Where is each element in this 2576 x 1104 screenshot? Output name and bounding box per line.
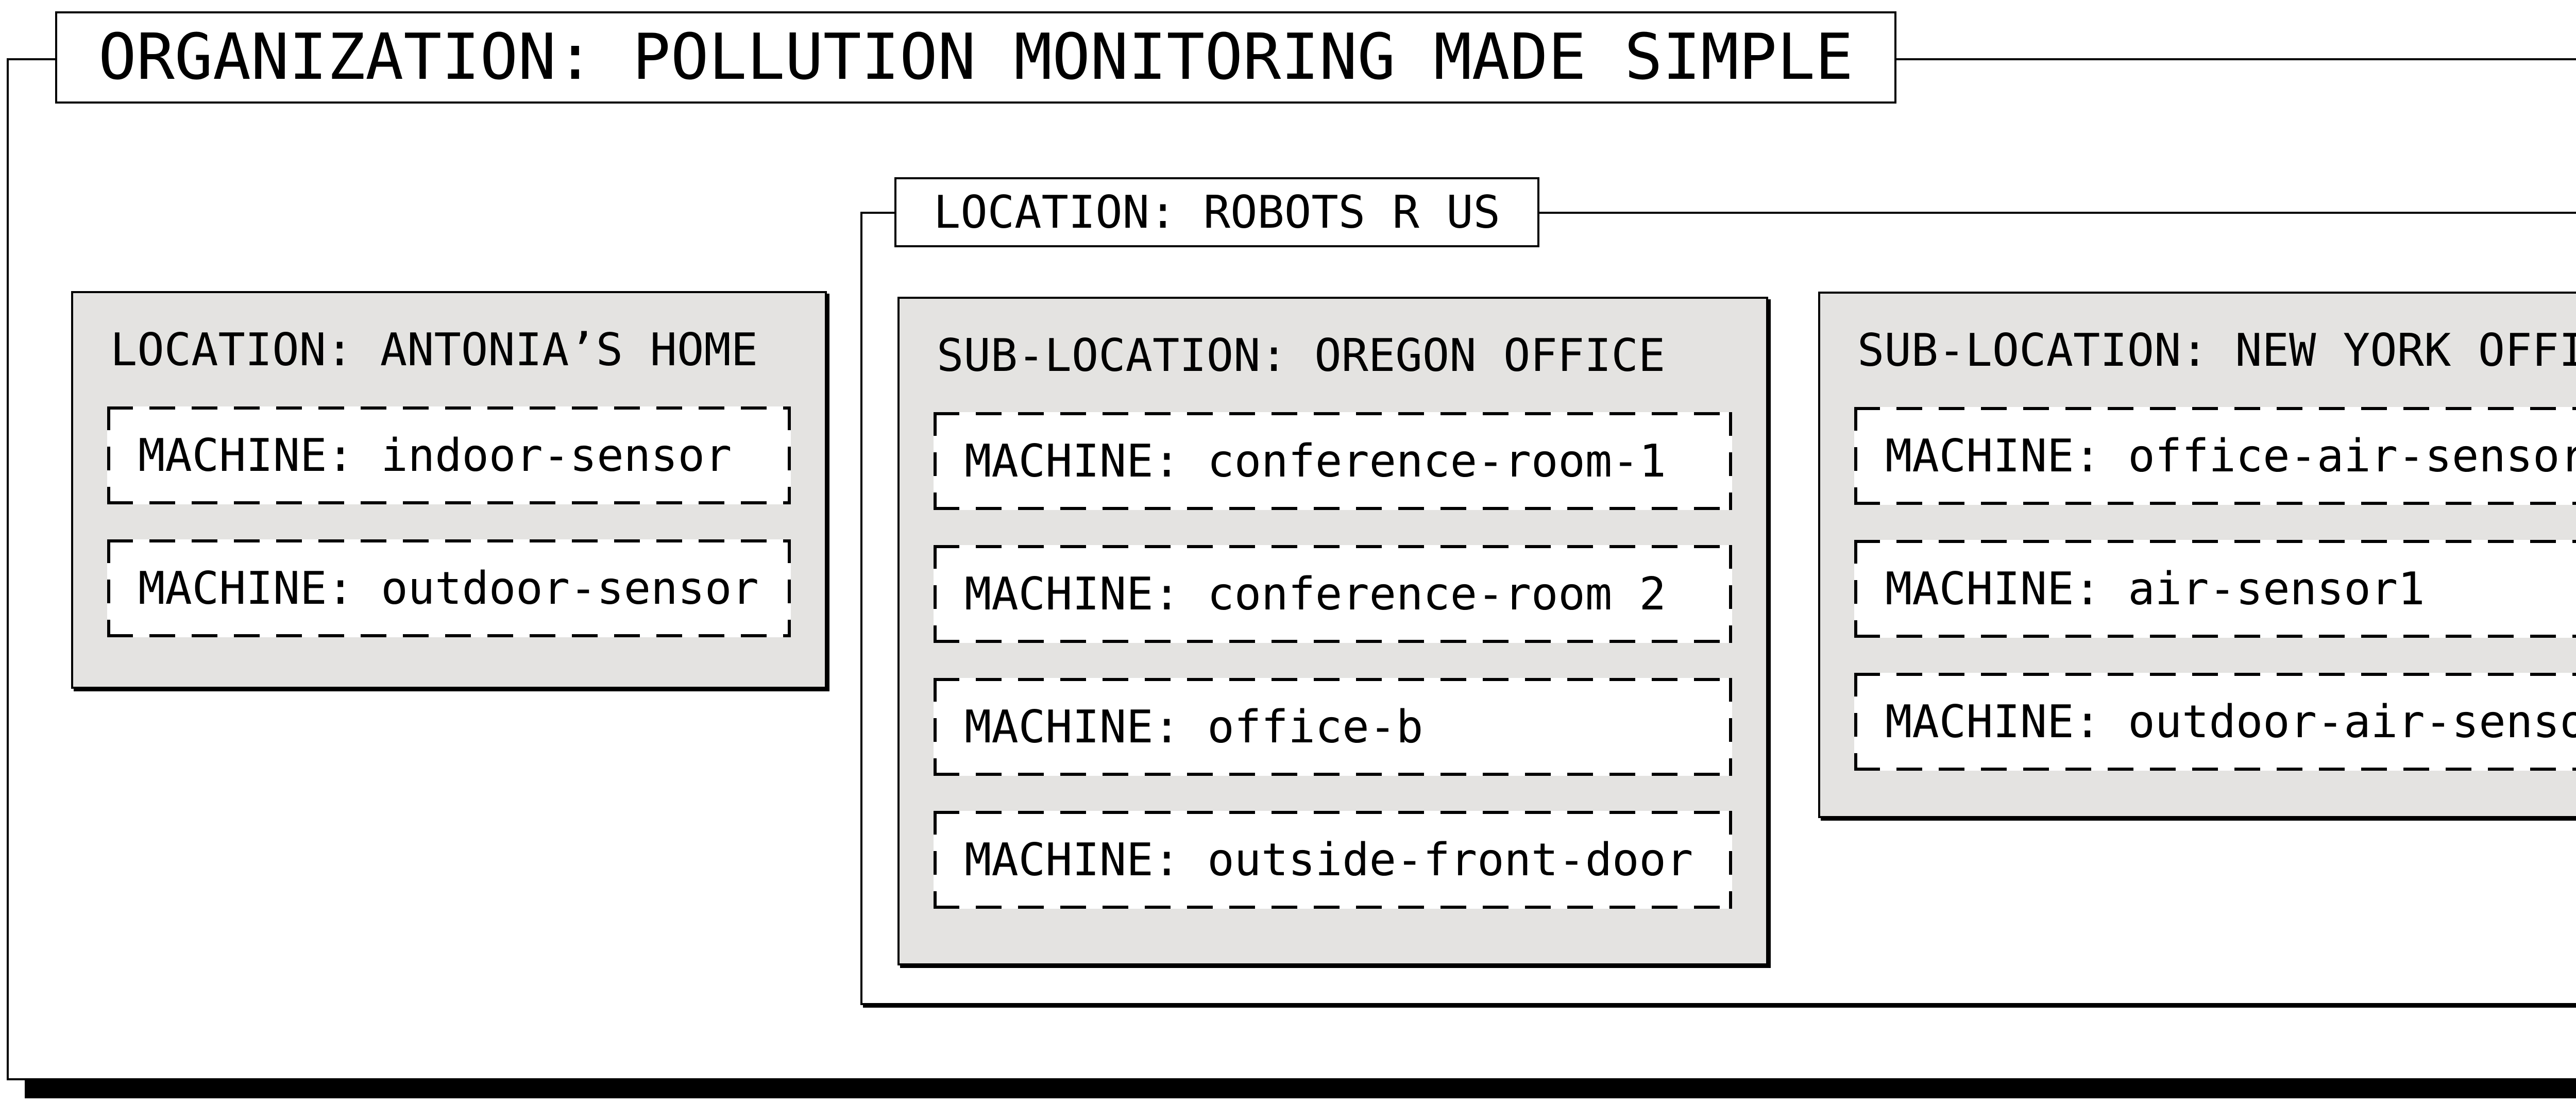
machine-label: MACHINE: outdoor-air-sensor <box>1885 695 2576 748</box>
machine-label: MACHINE: outdoor-sensor <box>138 562 759 615</box>
machine-label: MACHINE: outside-front-door <box>964 834 1693 886</box>
machine-label: MACHINE: air-sensor1 <box>1885 563 2425 615</box>
sublocation-panel-new-york-office: SUB-LOCATION: NEW YORK OFFICE MACHINE: o… <box>1818 292 2576 818</box>
machine-label: MACHINE: conference-room-1 <box>964 435 1666 487</box>
sublocation-panel-oregon-office: SUB-LOCATION: OREGON OFFICE MACHINE: con… <box>897 297 1768 965</box>
location-panel-title: LOCATION: ANTONIA’S HOME <box>110 324 758 376</box>
machine-box: MACHINE: outside-front-door <box>934 811 1732 909</box>
machine-box: MACHINE: office-air-sensor <box>1854 407 2576 505</box>
machine-box: MACHINE: indoor-sensor <box>107 406 791 504</box>
sublocation-panel-title: SUB-LOCATION: OREGON OFFICE <box>937 329 1666 382</box>
machine-box: MACHINE: outdoor-air-sensor <box>1854 673 2576 771</box>
machine-box: MACHINE: conference-room-1 <box>934 412 1732 510</box>
machine-label: MACHINE: indoor-sensor <box>138 429 732 482</box>
machine-box: MACHINE: air-sensor1 <box>1854 540 2576 638</box>
machine-box: MACHINE: outdoor-sensor <box>107 539 791 637</box>
sublocation-panel-title: SUB-LOCATION: NEW YORK OFFICE <box>1857 324 2576 377</box>
organization-label: ORGANIZATION: POLLUTION MONITORING MADE … <box>55 11 1896 104</box>
location-label-robots-r-us: LOCATION: ROBOTS R US <box>894 177 1539 247</box>
machine-box: MACHINE: conference-room 2 <box>934 545 1732 643</box>
location-label-text: LOCATION: ROBOTS R US <box>934 186 1500 239</box>
machine-box: MACHINE: office-b <box>934 678 1732 776</box>
machine-label: MACHINE: office-air-sensor <box>1885 430 2576 482</box>
machine-label: MACHINE: conference-room 2 <box>964 568 1666 620</box>
location-panel-antonias-home: LOCATION: ANTONIA’S HOME MACHINE: indoor… <box>71 291 827 689</box>
machine-label: MACHINE: office-b <box>964 701 1423 753</box>
organization-label-text: ORGANIZATION: POLLUTION MONITORING MADE … <box>98 21 1854 94</box>
